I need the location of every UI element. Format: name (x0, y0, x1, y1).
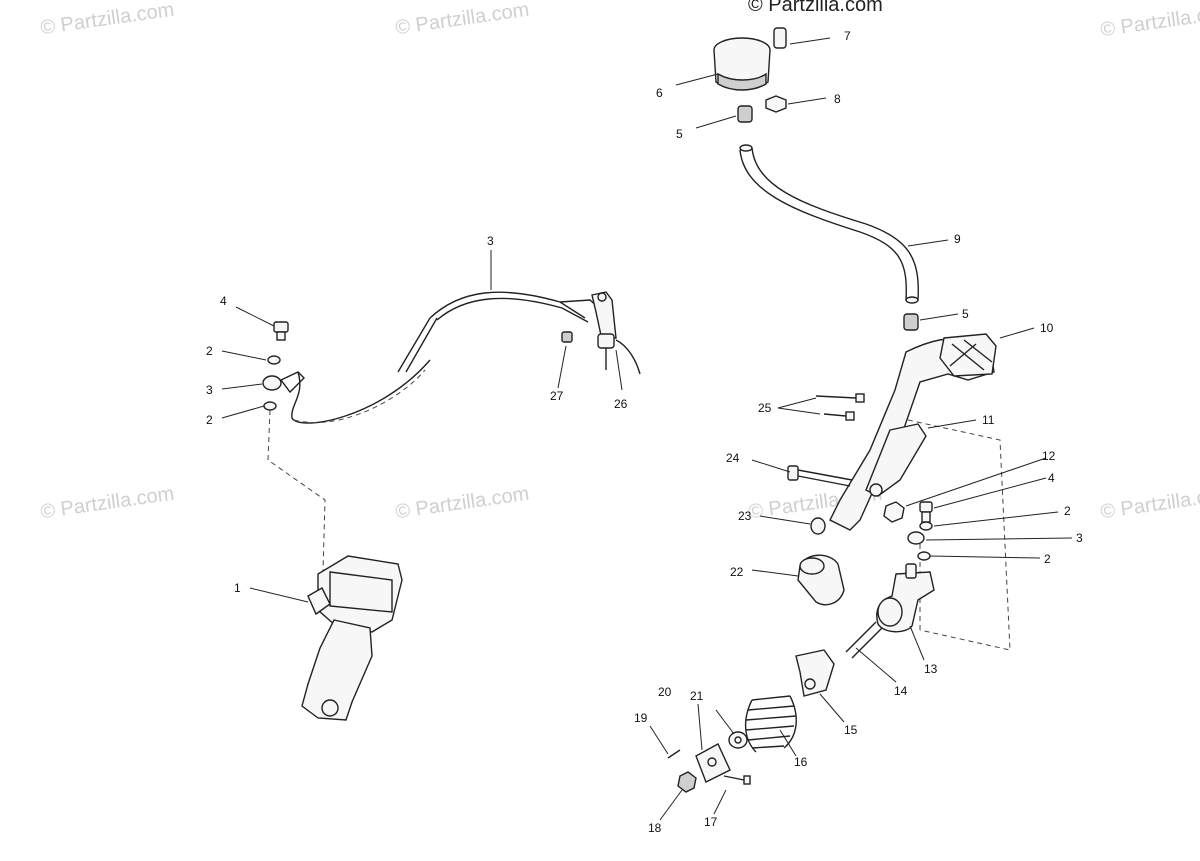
callout-2-right-lower: 2 (1044, 552, 1051, 566)
part-3-banjo-fitting-left (262, 371, 305, 394)
part-2-washer-lower-right (917, 551, 931, 561)
part-15-bracket (795, 649, 835, 697)
callout-19: 19 (634, 711, 648, 725)
part-12-nut (883, 501, 905, 523)
watermark-top: © Partzilla.com (748, 0, 883, 16)
callout-1: 1 (234, 581, 241, 595)
part-22-boot (797, 554, 845, 606)
callout-17: 17 (704, 815, 718, 829)
callout-3-right: 3 (1076, 531, 1083, 545)
part-27-nut (561, 331, 573, 343)
callout-9: 9 (954, 232, 961, 246)
callout-3-hose: 3 (487, 234, 494, 248)
callout-4-right: 4 (1048, 471, 1055, 485)
callout-14: 14 (894, 684, 908, 698)
part-4-banjo-bolt-left (273, 321, 289, 341)
callout-23: 23 (738, 509, 752, 523)
part-19-cotter-pin (667, 749, 681, 759)
callout-8: 8 (834, 92, 841, 106)
part-14-pushrod (845, 621, 883, 659)
part-11-pedal-bracket (865, 423, 927, 497)
part-16-spring (745, 695, 797, 753)
callout-22: 22 (730, 565, 744, 579)
callout-26: 26 (614, 397, 628, 411)
part-4-banjo-bolt-right (919, 501, 933, 523)
part-7-bolt (773, 27, 787, 49)
callout-11: 11 (982, 413, 995, 427)
part-21-washer (728, 731, 748, 749)
part-20-clevis (695, 743, 731, 783)
part-2-washer-upper-left (267, 355, 281, 365)
callout-25: 25 (758, 401, 772, 415)
callout-18: 18 (648, 821, 662, 835)
leader-lines (221, 37, 1073, 821)
callout-3-left: 3 (206, 383, 213, 397)
part-3-banjo-fitting-right (907, 531, 925, 545)
part-24-pivot-bolt (787, 465, 853, 487)
callout-27: 27 (550, 389, 564, 403)
callout-20: 20 (658, 685, 672, 699)
callout-13: 13 (924, 662, 938, 676)
callout-21: 21 (690, 689, 704, 703)
callout-6: 6 (656, 86, 663, 100)
part-23-washer (810, 517, 826, 535)
callout-4-left: 4 (220, 294, 227, 308)
part-8-nut (765, 95, 787, 113)
callout-7: 7 (844, 29, 851, 43)
part-17-pin (723, 775, 751, 785)
part-26-brake-switch (591, 291, 641, 375)
callout-24: 24 (726, 451, 740, 465)
part-1-brake-caliper (301, 555, 403, 721)
callout-5-upper: 5 (676, 127, 683, 141)
part-2-washer-lower-left (263, 401, 277, 411)
part-5-clamp-upper (737, 105, 753, 123)
callout-12: 12 (1042, 449, 1056, 463)
callout-5-lower: 5 (962, 307, 969, 321)
callout-2-left-lower: 2 (206, 413, 213, 427)
part-25-bolts (815, 393, 865, 421)
callout-10: 10 (1040, 321, 1054, 335)
callout-15: 15 (844, 723, 858, 737)
callout-2-right-upper: 2 (1064, 504, 1071, 518)
part-6-reservoir-cap (713, 37, 771, 91)
part-2-washer-upper-right (919, 521, 933, 531)
part-9-reservoir-hose (739, 144, 919, 304)
callout-2-left-upper: 2 (206, 344, 213, 358)
part-5-clamp-lower (903, 313, 919, 331)
part-18-nut (677, 771, 697, 793)
part-13-master-cylinder (876, 563, 935, 633)
callout-16: 16 (794, 755, 808, 769)
part-3-brake-hose (291, 291, 611, 424)
